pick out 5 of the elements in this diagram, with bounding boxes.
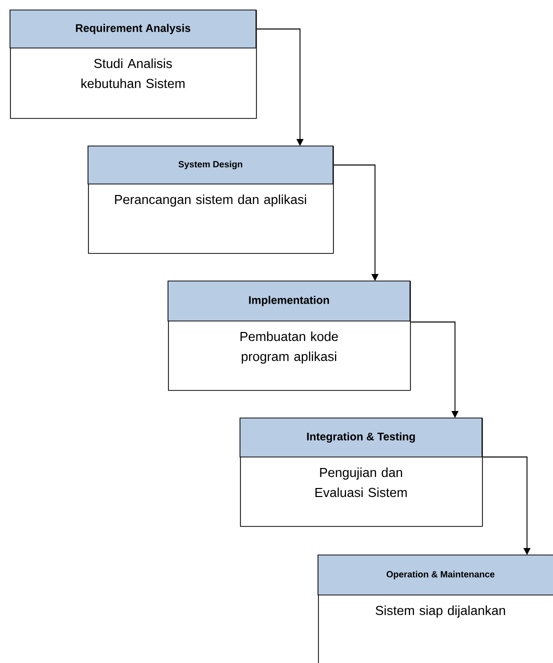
- stage-box: System Design Perancangan sistem dan aplikasi: [88, 146, 334, 254]
- stage-box: Requirement Analysis Studi Analisis kebutuhan Sistem: [10, 10, 257, 119]
- stage-box: Operation & Maintenance Sistem siap dijalankan: [318, 554, 553, 663]
- stage-box: Integration & Testing Pengujian dan Evaluasi Sistem: [240, 418, 483, 527]
- stage-box: Implementation Pembuatan kode program aplikasi: [168, 280, 411, 391]
